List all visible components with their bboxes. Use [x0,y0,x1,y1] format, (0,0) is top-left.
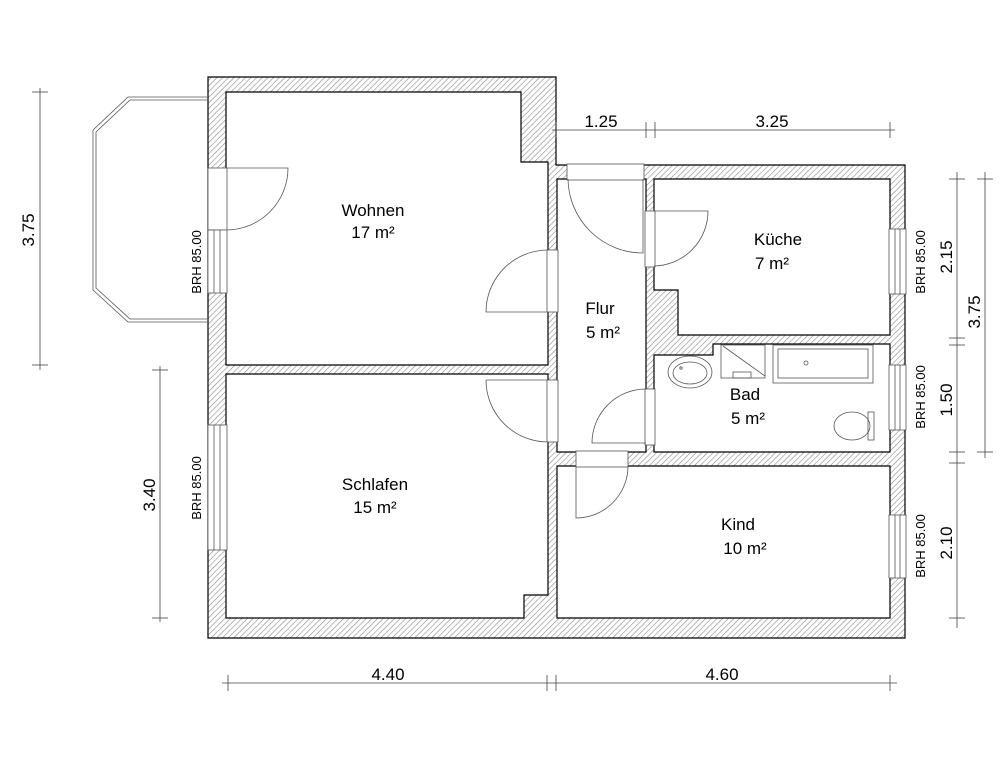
room-name: Wohnen [341,201,404,220]
dim-right-3: 2.10 [937,526,956,559]
door-opening-kind [575,450,629,468]
dim-bottom-1: 4.40 [371,665,404,684]
door-opening-balcony [207,167,228,231]
room-schlafen [225,373,549,619]
dim-right-outer: 3.75 [965,295,984,328]
room-area: 7 m² [755,254,789,273]
door-opening-bad [644,388,656,446]
window-label: BRH 85.00 [189,230,204,294]
door-swings [226,167,709,519]
window-label: BRH 85.00 [913,365,928,429]
room-name: Kind [721,515,755,534]
room-name: Küche [754,230,802,249]
window-label: BRH 85.00 [913,514,928,578]
dim-right-2: 1.50 [937,383,956,416]
bath-fixtures [667,344,875,441]
room-name: Bad [730,385,760,404]
room-name: Flur [585,299,615,318]
sink-icon [667,355,713,389]
room-area: 17 m² [351,223,395,242]
room-kind [556,465,891,619]
door-opening-wohnen [546,249,559,313]
window-kueche [888,228,907,295]
dim-top-1: 1.25 [584,112,617,131]
room-wohnen [225,91,549,366]
room-area: 15 m² [353,498,397,517]
toilet-icon [833,411,871,441]
door-opening-entrance [566,163,645,181]
door-opening-kueche [644,210,656,268]
door-opening-schlafen [546,379,559,443]
room-kueche [653,178,891,336]
window-label: BRH 85.00 [189,456,204,520]
dimension-lines [32,88,993,691]
room-area: 5 m² [731,409,765,428]
window-wohnen [207,229,228,294]
dim-right-1: 2.15 [937,240,956,273]
room-bad [653,343,891,453]
room-area: 10 m² [723,539,767,558]
window-kind [888,514,907,579]
window-schlafen [207,424,228,551]
room-area: 5 m² [586,323,620,342]
dim-bottom-2: 4.60 [705,665,738,684]
dim-left-2: 3.40 [140,478,159,511]
room-name: Schlafen [342,475,408,494]
balcony [92,96,207,323]
window-bad [888,364,907,431]
window-label: BRH 85.00 [913,230,928,294]
dim-top-2: 3.25 [755,112,788,131]
bathtub-icon [772,344,874,384]
dim-left-1: 3.75 [19,213,38,246]
